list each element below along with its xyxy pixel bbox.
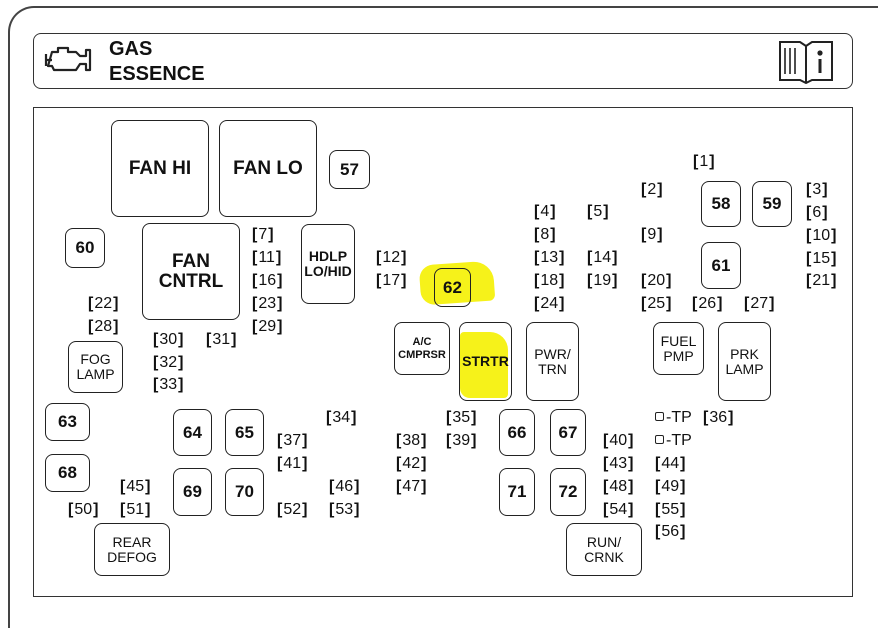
fuse-53: [53]	[329, 501, 360, 518]
fuse-42: [42]	[396, 455, 427, 472]
fuse-44: [44]	[655, 455, 686, 472]
fuse-37: [37]	[277, 432, 308, 449]
fuse-36: [36]	[703, 409, 734, 426]
relay-65: 65	[225, 409, 264, 456]
relay-71: 71	[499, 468, 535, 516]
relay-64: 64	[173, 409, 212, 456]
fuse-28: [28]	[88, 318, 119, 335]
fuse-12: [12]	[376, 249, 407, 266]
fuse-8: [8]	[534, 226, 556, 243]
fuse-27: [27]	[744, 295, 775, 312]
fuse-29: [29]	[252, 318, 283, 335]
relay-72: 72	[550, 468, 586, 516]
fuse-54: [54]	[603, 501, 634, 518]
fuse-55: [55]	[655, 501, 686, 518]
fuse-18: [18]	[534, 272, 565, 289]
fuse-52: [52]	[277, 501, 308, 518]
fuse-33: [33]	[153, 376, 184, 393]
fuse-5: [5]	[587, 203, 609, 220]
relay-63: 63	[45, 403, 90, 441]
fuse-24: [24]	[534, 295, 565, 312]
fuse-19: [19]	[587, 272, 618, 289]
fuse-block-outline	[8, 6, 878, 628]
relay-57: 57	[329, 150, 370, 189]
header-title: GAS ESSENCE	[109, 37, 205, 87]
fuse-56: [56]	[655, 523, 686, 540]
fuse-panel	[33, 107, 853, 597]
fuse-2: [2]	[641, 181, 663, 198]
fuse-21: [21]	[806, 272, 837, 289]
relay-run-crnk: RUN/ CRNK	[566, 523, 642, 576]
fuse-3: [3]	[806, 181, 828, 198]
fuse-14: [14]	[587, 249, 618, 266]
fuse-22: [22]	[88, 295, 119, 312]
relay-ac-cmprsr: A/C CMPRSR	[394, 322, 450, 375]
test-point-2: -TP	[655, 431, 692, 451]
relay-66: 66	[499, 409, 535, 456]
test-point-icon	[655, 435, 664, 445]
relay-strtr: STRTR	[459, 322, 512, 401]
fuse-43: [43]	[603, 455, 634, 472]
relay-68: 68	[45, 454, 90, 492]
engine-icon	[44, 46, 92, 72]
fuse-7: [7]	[252, 226, 274, 243]
relay-70: 70	[225, 468, 264, 516]
relay-58: 58	[701, 181, 741, 227]
fuse-10: [10]	[806, 227, 837, 244]
fuse-49: [49]	[655, 478, 686, 495]
fuse-41: [41]	[277, 455, 308, 472]
fuse-4: [4]	[534, 203, 556, 220]
fuse-11: [11]	[252, 249, 282, 266]
relay-hdlp-lo-hid: HDLP LO/HID	[301, 224, 355, 304]
fuse-38: [38]	[396, 432, 427, 449]
relay-fan-hi: FAN HI	[111, 120, 209, 217]
test-point-icon	[655, 412, 664, 422]
title-line2: ESSENCE	[109, 63, 205, 85]
relay-61: 61	[701, 242, 741, 289]
relay-fan-lo: FAN LO	[219, 120, 317, 217]
relay-59: 59	[752, 181, 792, 227]
fuse-34: [34]	[326, 409, 357, 426]
relay-67: 67	[550, 409, 586, 456]
fuse-23: [23]	[252, 295, 283, 312]
highlight-mark-strtr	[460, 332, 508, 398]
title-line1: GAS	[109, 38, 153, 60]
fuse-35: [35]	[446, 409, 477, 426]
relay-fan-cntrl: FAN CNTRL	[142, 223, 240, 320]
relay-rear-defog: REAR DEFOG	[94, 523, 170, 576]
relay-60: 60	[65, 228, 105, 268]
manual-info-icon	[779, 41, 833, 84]
fuse-9: [9]	[641, 226, 663, 243]
fuse-40: [40]	[603, 432, 634, 449]
header-panel: GAS ESSENCE	[33, 33, 853, 89]
fuse-20: [20]	[641, 272, 672, 289]
fuse-26: [26]	[692, 295, 723, 312]
fuse-48: [48]	[603, 478, 634, 495]
fuse-1: [1]	[693, 153, 715, 170]
fuse-17: [17]	[376, 272, 407, 289]
fuse-13: [13]	[534, 249, 565, 266]
fuse-31: [31]	[206, 331, 237, 348]
relay-pwr-trn: PWR/ TRN	[526, 322, 579, 401]
fuse-46: [46]	[329, 478, 360, 495]
fuse-16: [16]	[252, 272, 283, 289]
fuse-50: [50]	[68, 501, 99, 518]
fuse-47: [47]	[396, 478, 427, 495]
fuse-30: [30]	[153, 331, 184, 348]
fuse-15: [15]	[806, 250, 837, 267]
relay-prk-lamp: PRK LAMP	[718, 322, 771, 401]
fuse-51: [51]	[120, 501, 151, 518]
fuse-6: [6]	[806, 204, 828, 221]
fuse-39: [39]	[446, 432, 477, 449]
fuse-45: [45]	[120, 478, 151, 495]
relay-fog-lamp: FOG LAMP	[68, 341, 123, 393]
test-point-1: -TP	[655, 408, 692, 428]
fuse-25: [25]	[641, 295, 672, 312]
relay-62: 62	[434, 268, 471, 307]
relay-fuel-pmp: FUEL PMP	[653, 322, 704, 375]
relay-69: 69	[173, 468, 212, 516]
fuse-32: [32]	[153, 354, 184, 371]
